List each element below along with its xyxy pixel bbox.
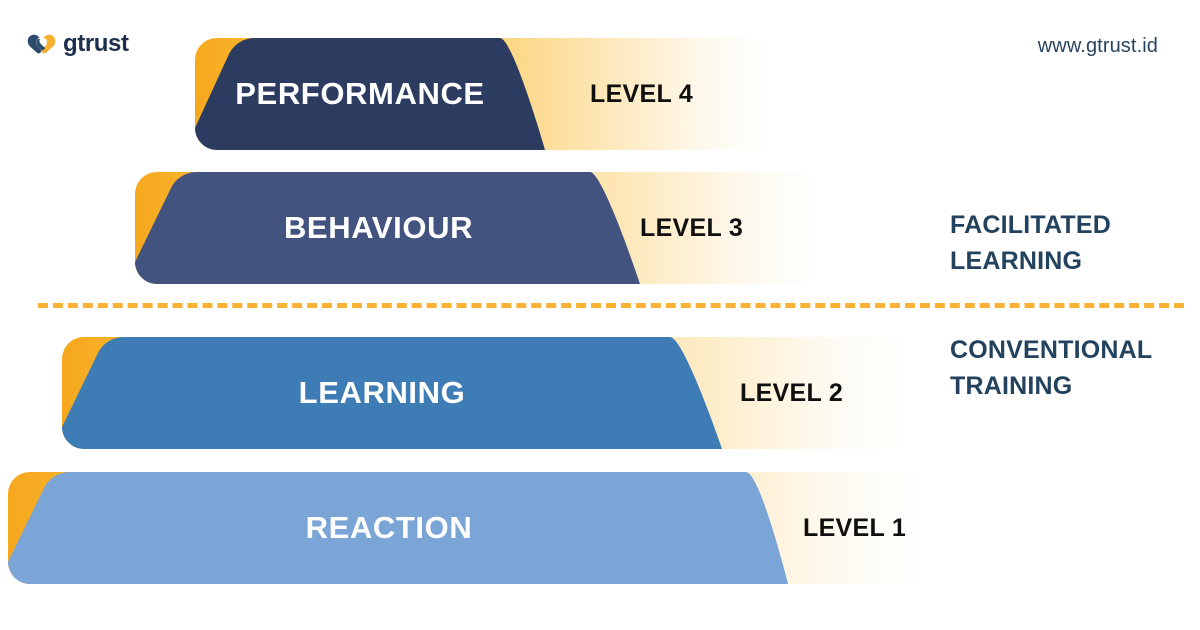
- interlocking-hearts-icon: [27, 34, 56, 54]
- caption-line-2: LEARNING: [950, 246, 1083, 275]
- level-shape: [195, 38, 545, 150]
- caption-line-2: TRAINING: [950, 371, 1073, 400]
- funnel-row-learning[interactable]: LEARNING LEVEL 2: [62, 337, 910, 449]
- funnel-row-performance[interactable]: PERFORMANCE LEVEL 4: [195, 38, 770, 150]
- caption-line-1: FACILITATED: [950, 211, 1111, 239]
- level-shape: [62, 337, 722, 449]
- group-caption-facilitated: FACILITATED LEARNING: [950, 208, 1111, 279]
- section-divider: [38, 303, 1184, 308]
- level-shape: [135, 172, 640, 284]
- caption-line-1: CONVENTIONAL: [950, 336, 1153, 364]
- group-caption-conventional: CONVENTIONAL TRAINING: [950, 333, 1152, 404]
- level-shape: [8, 472, 788, 584]
- brand-logo: gtrust: [27, 32, 129, 56]
- logo-wordmark: gtrust: [63, 30, 129, 57]
- site-url: www.gtrust.id: [1037, 35, 1158, 57]
- funnel-row-behaviour[interactable]: BEHAVIOUR LEVEL 3: [135, 172, 820, 284]
- funnel-row-reaction[interactable]: REACTION LEVEL 1: [8, 472, 928, 584]
